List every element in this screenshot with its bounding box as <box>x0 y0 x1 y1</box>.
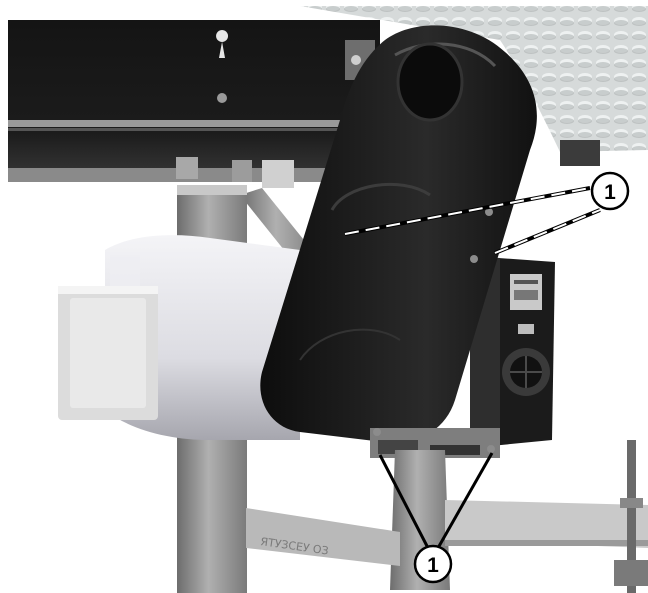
rail-keyhole-slot <box>216 30 229 58</box>
horizontal-brace <box>246 508 400 566</box>
callout-leaders-top <box>344 186 601 255</box>
drive-cover <box>260 25 537 443</box>
cover-screw <box>485 208 493 216</box>
adjuster-rod <box>627 440 636 593</box>
conveyor-belt <box>300 6 648 152</box>
rail-nut-2 <box>232 160 252 182</box>
cover-screw <box>470 255 478 263</box>
cover-screw <box>373 428 381 436</box>
rail-clamp <box>262 160 294 188</box>
callout-label: 1 <box>604 181 616 204</box>
cover-boss <box>396 42 464 122</box>
callout-leaders-bottom <box>378 452 494 549</box>
cover-screw <box>487 445 495 453</box>
callout-label: 1 <box>427 554 439 577</box>
rail-hole <box>217 93 227 103</box>
callout-1-bottom: 1 <box>413 544 453 584</box>
callout-1-top: 1 <box>590 171 630 211</box>
cross-member <box>445 500 648 548</box>
rail-nut-1 <box>176 157 198 179</box>
rail-chrome-strip <box>8 120 380 127</box>
conveyor-side-rail <box>8 20 380 182</box>
